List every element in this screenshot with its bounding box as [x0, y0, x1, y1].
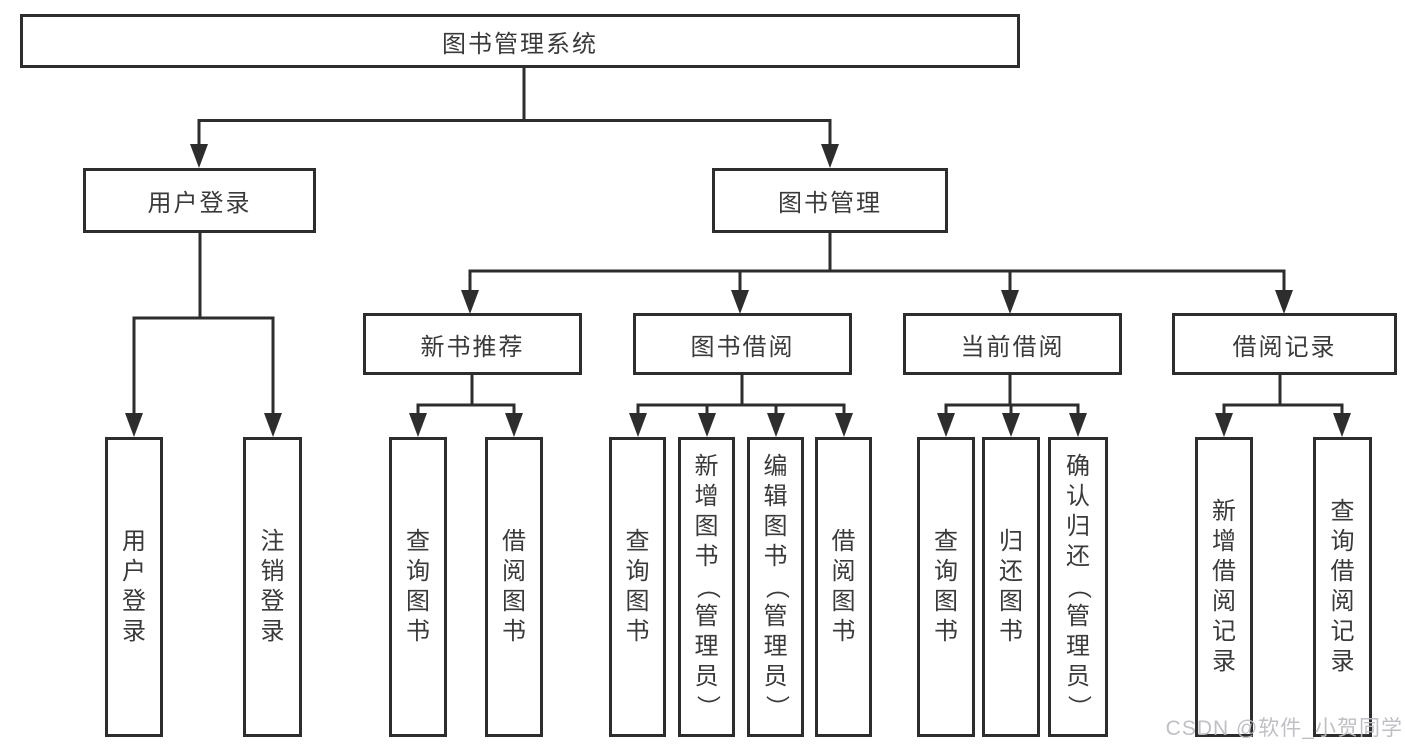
node-library-management-system: 图书管理系统	[20, 14, 1020, 68]
leaf-borrow-books-recommend: 借阅图书	[485, 437, 543, 737]
leaf-add-book-admin: 新增图书（管理员）	[678, 437, 735, 737]
leaf-query-books-borrowing: 查询图书	[609, 437, 666, 737]
leaf-confirm-return-admin: 确认归还（管理员）	[1048, 437, 1108, 737]
node-new-book-recommendation: 新书推荐	[363, 313, 582, 375]
node-book-borrowing: 图书借阅	[633, 313, 852, 375]
leaf-add-borrow-record: 新增借阅记录	[1195, 437, 1253, 737]
leaf-borrow-books-borrowing: 借阅图书	[815, 437, 872, 737]
leaf-edit-book-admin: 编辑图书（管理员）	[747, 437, 804, 737]
node-user-login: 用户登录	[83, 168, 316, 233]
node-book-management: 图书管理	[712, 168, 948, 233]
csdn-watermark: CSDN @软件_小贺同学	[1165, 717, 1403, 740]
node-borrowing-records: 借阅记录	[1172, 313, 1397, 375]
arrowheads	[125, 144, 1351, 437]
leaf-user-login: 用户登录	[105, 437, 163, 737]
leaf-query-books-current: 查询图书	[917, 437, 975, 737]
leaf-query-borrow-record: 查询借阅记录	[1313, 437, 1372, 737]
connector-segments	[132, 68, 1344, 416]
leaf-query-books-recommend: 查询图书	[389, 437, 447, 737]
leaf-logout-login: 注销登录	[243, 437, 302, 737]
node-current-borrowing: 当前借阅	[903, 313, 1122, 375]
leaf-return-book: 归还图书	[982, 437, 1040, 737]
